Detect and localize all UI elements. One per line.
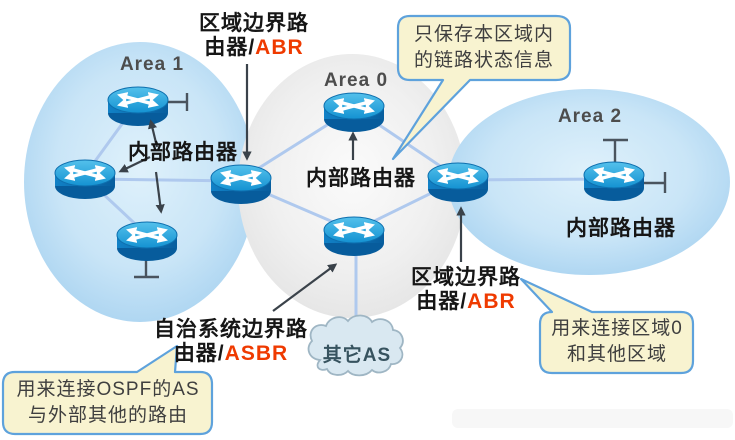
area1-label: Area 1 <box>119 54 185 75</box>
asbr-acronym: ASBR <box>224 342 289 365</box>
abr-right-line2: 由器/ABR <box>416 290 516 313</box>
callout-top: 只保存本区域内 的链路状态信息 <box>414 22 554 74</box>
abr-top-line1: 区域边界路 <box>199 12 309 35</box>
callout-bottom-right-line1: 用来连接区域0 <box>551 318 683 339</box>
callout-top-line2: 的链路状态信息 <box>413 50 555 71</box>
external-as-cloud <box>307 314 404 377</box>
area1-ellipse <box>24 42 256 322</box>
router-abr-right-icon <box>428 163 488 202</box>
asbr-line1: 自治系统边界路 <box>154 318 308 341</box>
router-area0-top-icon <box>324 93 384 132</box>
area0-ellipse <box>238 54 466 318</box>
abr-right-line1: 区域边界路 <box>411 266 521 289</box>
callout-bottom-left-line1: 用来连接OSPF的AS <box>16 379 200 400</box>
area2-label: Area 2 <box>557 106 623 127</box>
callout-bottom-right-line2: 和其他区域 <box>566 344 668 365</box>
callout-top-bubble <box>391 14 572 161</box>
router-area2-icon <box>584 162 644 201</box>
lan-stubs <box>134 93 667 279</box>
external-as-label: 其它AS <box>322 345 392 366</box>
abr-right-acronym: ABR <box>467 290 516 313</box>
asbr-line2: 由器/ASBR <box>173 342 289 365</box>
internal-router-label-area0: 内部路由器 <box>306 167 416 190</box>
router-area1-top-icon <box>108 87 168 126</box>
internal-router-label-area1: 内部路由器 <box>128 141 238 164</box>
area0-label: Area 0 <box>323 70 389 91</box>
callout-bottom-left: 用来连接OSPF的AS 与外部其他的路由 <box>16 377 199 429</box>
annotation-arrows <box>118 64 466 312</box>
callout-bottom-left-bubble <box>1 344 214 436</box>
internal-router-label-area2: 内部路由器 <box>566 217 676 240</box>
router-asbr-icon <box>324 217 384 256</box>
callout-bubbles <box>1 14 695 436</box>
router-area1-bottom-icon <box>117 222 177 261</box>
callout-top-line1: 只保存本区域内 <box>413 24 555 45</box>
router-abr-left-icon <box>211 165 271 204</box>
callout-bottom-right-bubble <box>519 277 695 375</box>
watermark-strip <box>452 409 733 428</box>
abr-top-acronym: ABR <box>255 36 304 59</box>
router-area1-left-icon <box>55 160 115 199</box>
abr-top-label: 区域边界路 由器/ABR <box>199 12 309 60</box>
callout-bottom-right: 用来连接区域0 和其他区域 <box>551 316 683 368</box>
abr-right-label: 区域边界路 由器/ABR <box>411 266 521 314</box>
asbr-label: 自治系统边界路 由器/ASBR <box>154 318 308 366</box>
abr-top-line2: 由器/ABR <box>204 36 304 59</box>
callout-bottom-left-line2: 与外部其他的路由 <box>27 405 189 426</box>
